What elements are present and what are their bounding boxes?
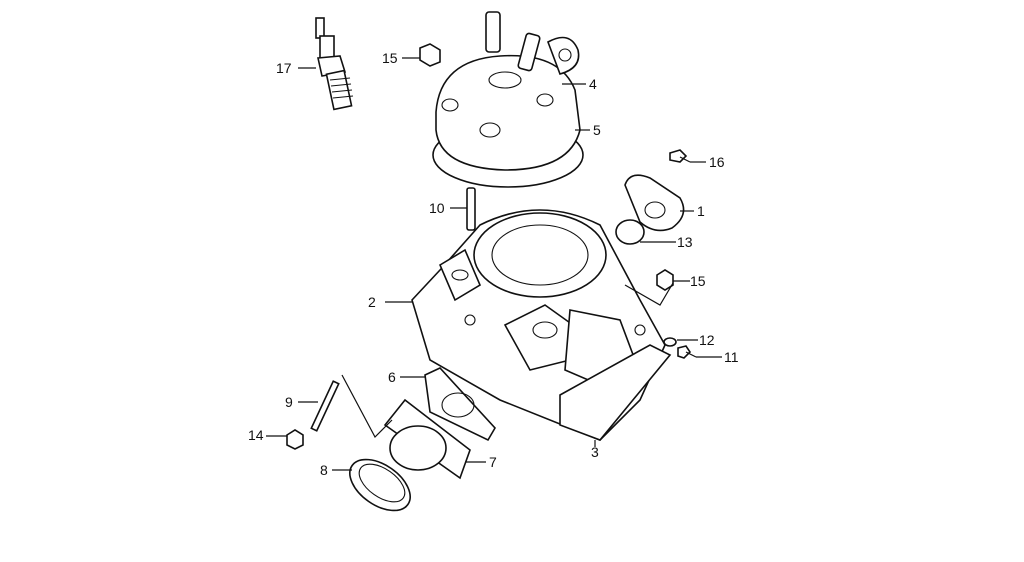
callout-13: 13: [677, 234, 693, 250]
washer-12-drawing: [663, 337, 677, 347]
callout-8: 8: [320, 462, 328, 478]
callout-2: 2: [368, 294, 376, 310]
callout-17: 17: [276, 60, 292, 76]
callout-14: 14: [248, 427, 264, 443]
stud-10-drawing: [466, 187, 476, 231]
bolt-11-drawing: [677, 345, 697, 359]
callout-15: 15: [382, 50, 398, 66]
callout-12: 12: [699, 332, 715, 348]
nut-15-drawing: [419, 43, 441, 67]
callout-5: 5: [593, 122, 601, 138]
base-gasket-drawing: [559, 344, 672, 441]
stud-9-drawing: [310, 380, 340, 432]
band-drawing: [349, 458, 411, 512]
callout-4: 4: [589, 76, 597, 92]
callout-9: 9: [285, 394, 293, 410]
callout-15b: 15: [690, 273, 706, 289]
nut-15b-drawing: [656, 269, 674, 291]
o-ring-drawing: [615, 219, 645, 245]
callout-10: 10: [429, 200, 445, 216]
callout-16: 16: [709, 154, 725, 170]
callout-1: 1: [697, 203, 705, 219]
cylinder-head-drawing: [432, 11, 584, 188]
spark-plug-drawing: [315, 17, 354, 111]
bolt-16-drawing: [669, 149, 691, 163]
callout-7: 7: [489, 454, 497, 470]
callout-3: 3: [591, 444, 599, 460]
nut-14-drawing: [286, 429, 304, 450]
insulator-gasket-drawing: [424, 367, 496, 442]
callout-6: 6: [388, 369, 396, 385]
callout-11: 11: [724, 349, 739, 365]
water-outlet-drawing: [624, 174, 685, 232]
